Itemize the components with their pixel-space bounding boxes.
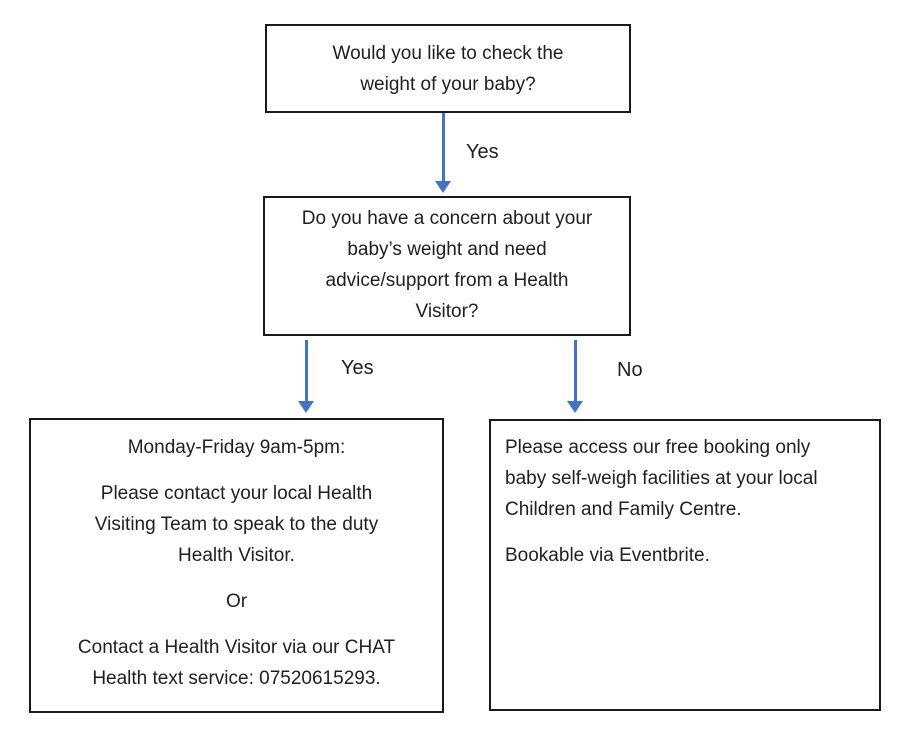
node-text-line: Please contact your local Health bbox=[100, 483, 373, 504]
node-text-line: advice/support from a Health bbox=[325, 270, 569, 291]
arrow-head-icon bbox=[298, 401, 314, 413]
edge-label-no: No bbox=[617, 359, 643, 381]
node-text-line: Visitor? bbox=[415, 301, 479, 322]
paragraph-bookable: Bookable via Eventbrite. bbox=[505, 540, 865, 571]
paragraph-hours: Monday-Friday 9am-5pm: bbox=[31, 432, 442, 463]
node-text-line: Contact a Health Visitor via our CHAT bbox=[77, 637, 396, 658]
paragraph-self-weigh: Please access our free booking only baby… bbox=[505, 432, 865, 525]
node-text-line: Please access our free booking only bbox=[505, 437, 811, 458]
edge-label-yes: Yes bbox=[341, 357, 374, 379]
node-text-line: Or bbox=[225, 591, 248, 612]
arrow-shaft bbox=[304, 340, 308, 401]
paragraph-chat-health: Contact a Health Visitor via our CHAT He… bbox=[31, 632, 442, 694]
node-text-line: Bookable via Eventbrite. bbox=[505, 545, 710, 566]
node-check-weight-question: Would you like to check the weight of yo… bbox=[265, 24, 631, 113]
node-text-line: Visiting Team to speak to the duty bbox=[94, 514, 379, 535]
arrow-head-icon bbox=[567, 401, 583, 413]
node-text-line: Would you like to check the bbox=[332, 43, 564, 64]
arrow-head-icon bbox=[435, 181, 451, 193]
node-text-line: baby self-weigh facilities at your local bbox=[505, 468, 818, 489]
node-concern-question: Do you have a concern about your baby’s … bbox=[263, 196, 631, 336]
node-text-line: baby’s weight and need bbox=[347, 239, 547, 260]
paragraph-contact-team: Please contact your local Health Visitin… bbox=[31, 478, 442, 571]
arrow-shaft bbox=[441, 113, 445, 181]
arrow-shaft bbox=[573, 340, 577, 401]
node-text-line: Health Visitor. bbox=[178, 545, 295, 566]
node-text-line: Health text service: 07520615293. bbox=[92, 668, 381, 689]
node-contact-health-visitor: Monday-Friday 9am-5pm: Please contact yo… bbox=[29, 418, 444, 713]
node-text-line: Monday-Friday 9am-5pm: bbox=[127, 437, 346, 458]
edge-label-yes: Yes bbox=[466, 141, 499, 163]
node-text-line: weight of your baby? bbox=[360, 74, 536, 95]
node-text-line: Children and Family Centre. bbox=[505, 499, 742, 520]
paragraph-or: Or bbox=[31, 586, 442, 617]
node-text-line: Do you have a concern about your bbox=[301, 208, 593, 229]
node-self-weigh-facilities: Please access our free booking only baby… bbox=[489, 419, 881, 711]
